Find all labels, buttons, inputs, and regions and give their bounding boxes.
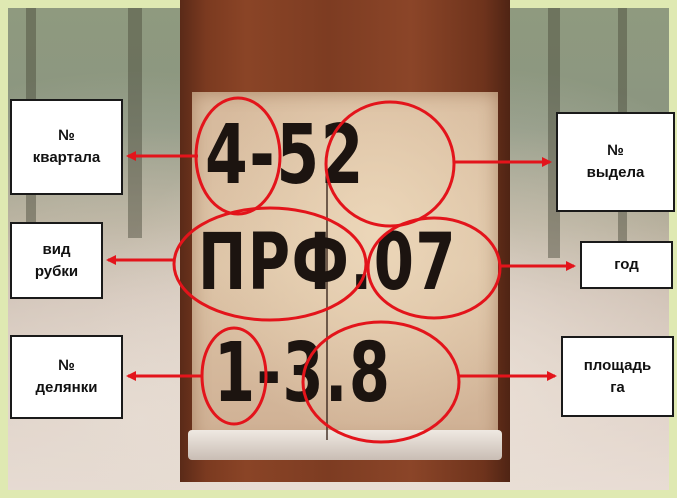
mark-line-3: 1-3.8	[214, 326, 392, 421]
highlight-kvartal	[194, 96, 282, 216]
highlight-delyanka	[200, 326, 268, 426]
label-delyanka: № делянки	[10, 335, 123, 419]
background-tree	[128, 8, 142, 238]
highlight-vid-rubki	[172, 206, 368, 322]
highlight-god	[366, 216, 502, 320]
highlight-ploshad	[301, 320, 461, 444]
label-vid-rubki: вид рубки	[10, 222, 103, 299]
mark-line-1: 4-52	[205, 108, 365, 203]
mark-line-2: ПРФ.07	[198, 218, 457, 308]
label-god: год	[580, 241, 673, 289]
label-ploshad: площадь га	[561, 336, 674, 417]
label-kvartal: № квартала	[10, 99, 123, 195]
blaze-surface	[192, 92, 498, 444]
highlight-videl	[324, 100, 456, 228]
label-videl: № выдела	[556, 112, 675, 212]
